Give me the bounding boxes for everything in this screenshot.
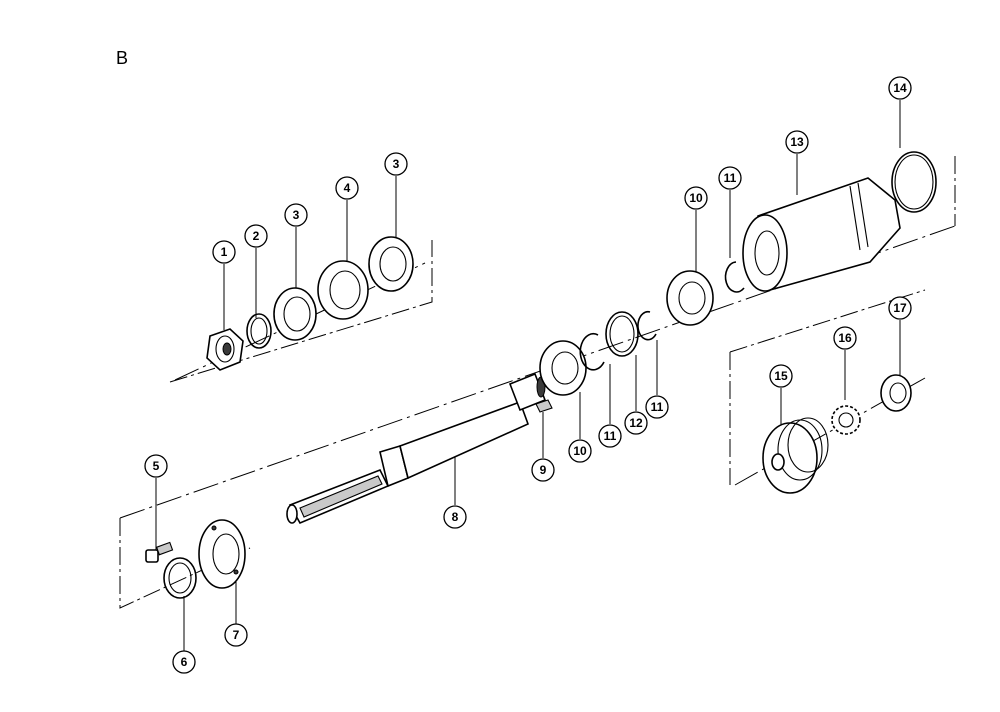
callout-16: 16 — [833, 326, 857, 350]
callout-3b: 3 — [384, 152, 408, 176]
callout-11a-label: 11 — [604, 429, 617, 443]
callout-6-label: 6 — [181, 655, 188, 669]
callout-11b: 11 — [645, 395, 669, 419]
callout-1: 1 — [212, 240, 236, 264]
part-bearing-17 — [880, 374, 912, 412]
callout-3a: 3 — [284, 203, 308, 227]
callout-13-label: 13 — [790, 135, 804, 149]
callout-9-label: 9 — [540, 463, 547, 477]
callout-6: 6 — [172, 650, 196, 674]
callout-8-label: 8 — [452, 510, 459, 524]
main-assembly-axis — [119, 225, 956, 519]
section-label: B — [116, 48, 128, 68]
part-snap-ring-11b — [637, 310, 657, 341]
part-shaft-8 — [286, 372, 547, 525]
part-snap-ring-11a — [579, 332, 605, 371]
part-bearing-10a — [539, 340, 587, 396]
part-ring-12 — [605, 311, 639, 357]
callout-16-label: 16 — [838, 331, 852, 345]
callout-7: 7 — [224, 623, 248, 647]
callout-12: 12 — [624, 411, 648, 435]
callout-11a: 11 — [598, 424, 622, 448]
callout-10b-label: 10 — [689, 191, 703, 205]
callout-17-label: 17 — [893, 301, 907, 315]
callout-2-label: 2 — [253, 229, 260, 243]
part-lock-washer-16 — [831, 405, 861, 435]
part-bearing-3a — [273, 287, 317, 341]
callout-4: 4 — [335, 176, 359, 200]
part-retaining-ring-2 — [246, 313, 272, 349]
part-snap-ring-11c — [724, 261, 745, 293]
part-key-9 — [535, 399, 553, 413]
callout-2: 2 — [244, 224, 268, 248]
leader-lines — [155, 100, 901, 651]
callout-5: 5 — [144, 454, 168, 478]
callout-10a-label: 10 — [573, 444, 587, 458]
callouts: 1 2 3 4 3 5 6 7 8 9 10 11 12 11 10 11 13… — [144, 76, 912, 674]
callout-7-label: 7 — [233, 628, 240, 642]
part-bearing-10b — [666, 270, 714, 326]
callout-9: 9 — [531, 458, 555, 482]
part-snap-ring-14 — [891, 151, 937, 213]
callout-15: 15 — [769, 364, 793, 388]
part-ring-6 — [163, 557, 197, 599]
callout-5-label: 5 — [153, 459, 160, 473]
callout-11c: 11 — [718, 166, 742, 190]
callout-3b-label: 3 — [393, 157, 400, 171]
callout-3a-label: 3 — [293, 208, 300, 222]
callout-17: 17 — [888, 296, 912, 320]
callout-10b: 10 — [684, 186, 708, 210]
part-screw-5 — [145, 541, 174, 563]
callout-8: 8 — [443, 505, 467, 529]
callout-14: 14 — [888, 76, 912, 100]
part-pulley-15 — [762, 417, 829, 494]
part-nut — [206, 328, 244, 371]
callout-12-label: 12 — [629, 416, 643, 430]
callout-11c-label: 11 — [724, 171, 737, 185]
right-lower-box-top — [729, 289, 926, 353]
callout-10a: 10 — [568, 439, 592, 463]
upper-left-group-box — [169, 240, 433, 383]
part-housing-13 — [742, 177, 901, 292]
part-bearing-3b — [368, 236, 414, 292]
callout-13: 13 — [785, 130, 809, 154]
part-flange-7 — [198, 519, 246, 589]
callout-1-label: 1 — [221, 245, 228, 259]
callout-11b-label: 11 — [651, 400, 664, 414]
callout-4-label: 4 — [344, 181, 351, 195]
part-spacer-4 — [317, 260, 369, 320]
callout-15-label: 15 — [774, 369, 788, 383]
callout-14-label: 14 — [893, 81, 907, 95]
